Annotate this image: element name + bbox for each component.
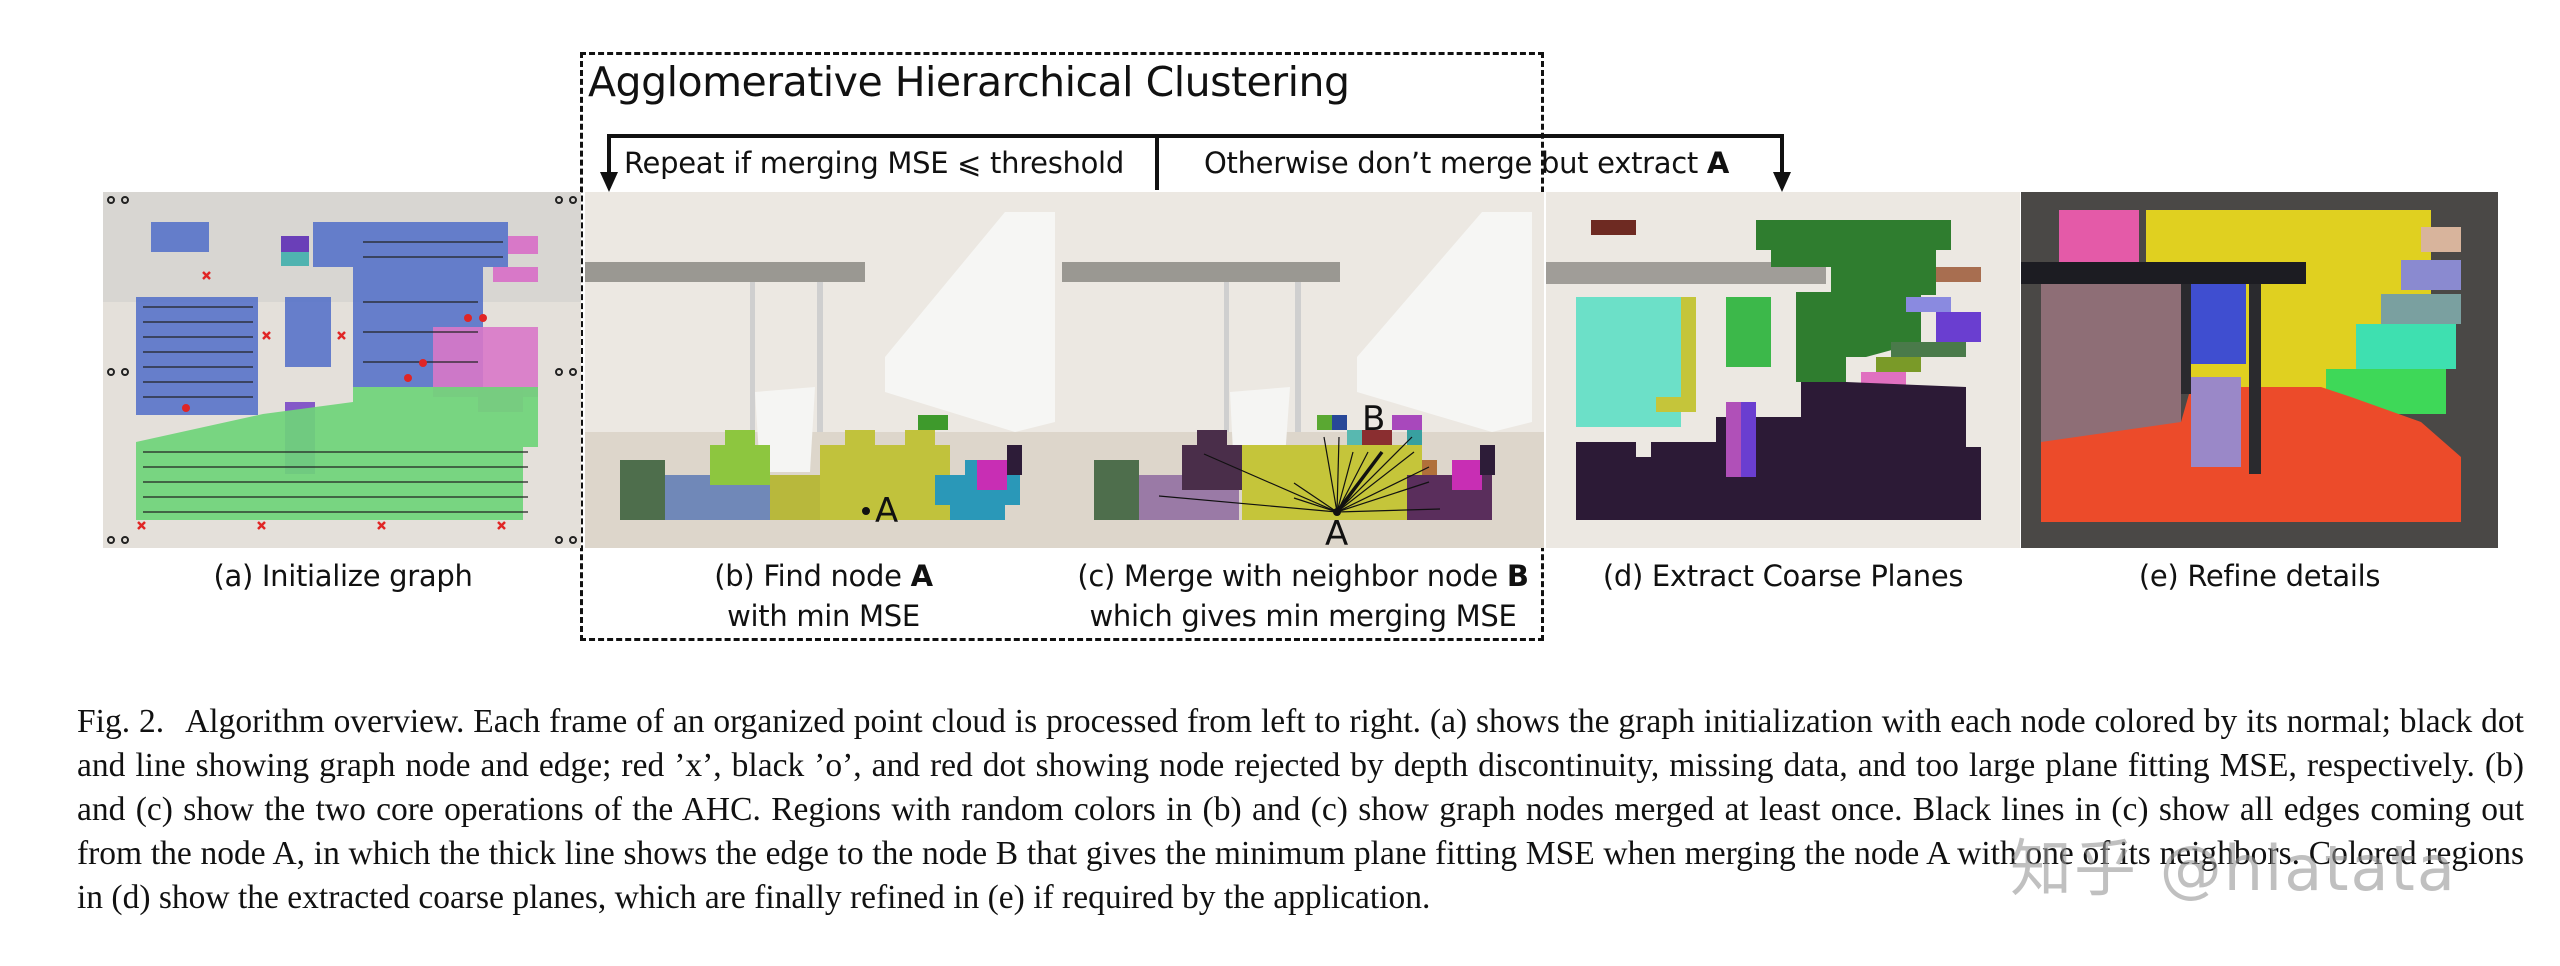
flow-divider [1155,134,1159,190]
otherwise-label: Otherwise don’t merge but extract A [1204,146,1729,180]
graph-grid-image [103,192,581,548]
caption-b-line2: with min MSE [727,599,920,633]
panel-b-find-node: A [585,192,1062,548]
find-node-image: A [585,192,1062,548]
figure-label: Fig. 2. [77,703,165,740]
refined-planes-image [2021,192,2498,548]
caption-a: (a) Initialize graph [213,559,473,593]
node-a-label: A [1325,514,1348,548]
otherwise-label-text: Otherwise don’t merge but extract [1204,146,1707,180]
node-b-label: B [1362,399,1385,439]
thick-edge-a-b [1335,450,1384,514]
flow-right-drop [1780,134,1784,174]
repeat-label: Repeat if merging MSE ⩽ threshold [624,146,1124,180]
coarse-planes-image [1546,192,2020,548]
panel-a-initialize-graph [103,192,581,548]
panel-c-merge-neighbor: B A [1062,192,1544,548]
arrow-down-icon [1773,172,1791,192]
caption-c: (c) Merge with neighbor node B which giv… [1062,556,1544,636]
arrow-down-icon [600,172,618,192]
caption-e: (e) Refine details [2138,559,2381,593]
caption-c-node: B [1506,559,1529,593]
panel-d-coarse-planes [1546,192,2020,548]
caption-b-node: A [910,559,933,593]
merge-neighbor-image: B A [1062,192,1544,548]
caption-b-text: (b) Find node [714,559,911,593]
flow-left-drop [607,134,611,174]
ahc-title: Agglomerative Hierarchical Clustering [588,58,1350,106]
caption-c-line2: which gives min merging MSE [1089,599,1517,633]
caption-b: (b) Find node A with min MSE [585,556,1062,636]
node-a-label: A [875,491,898,531]
flow-top-line [607,134,1784,138]
figure-caption-text: Algorithm overview. Each frame of an org… [77,703,2524,916]
caption-b-line1: (b) Find node A [585,556,1062,596]
caption-c-text: (c) Merge with neighbor node [1077,559,1507,593]
caption-c-line1: (c) Merge with neighbor node B [1062,556,1544,596]
otherwise-label-node: A [1706,146,1730,180]
caption-d: (d) Extract Coarse Planes [1602,559,1964,593]
figure-caption: Fig. 2. Algorithm overview. Each frame o… [77,700,2524,920]
panel-e-refine-details [2021,192,2498,548]
